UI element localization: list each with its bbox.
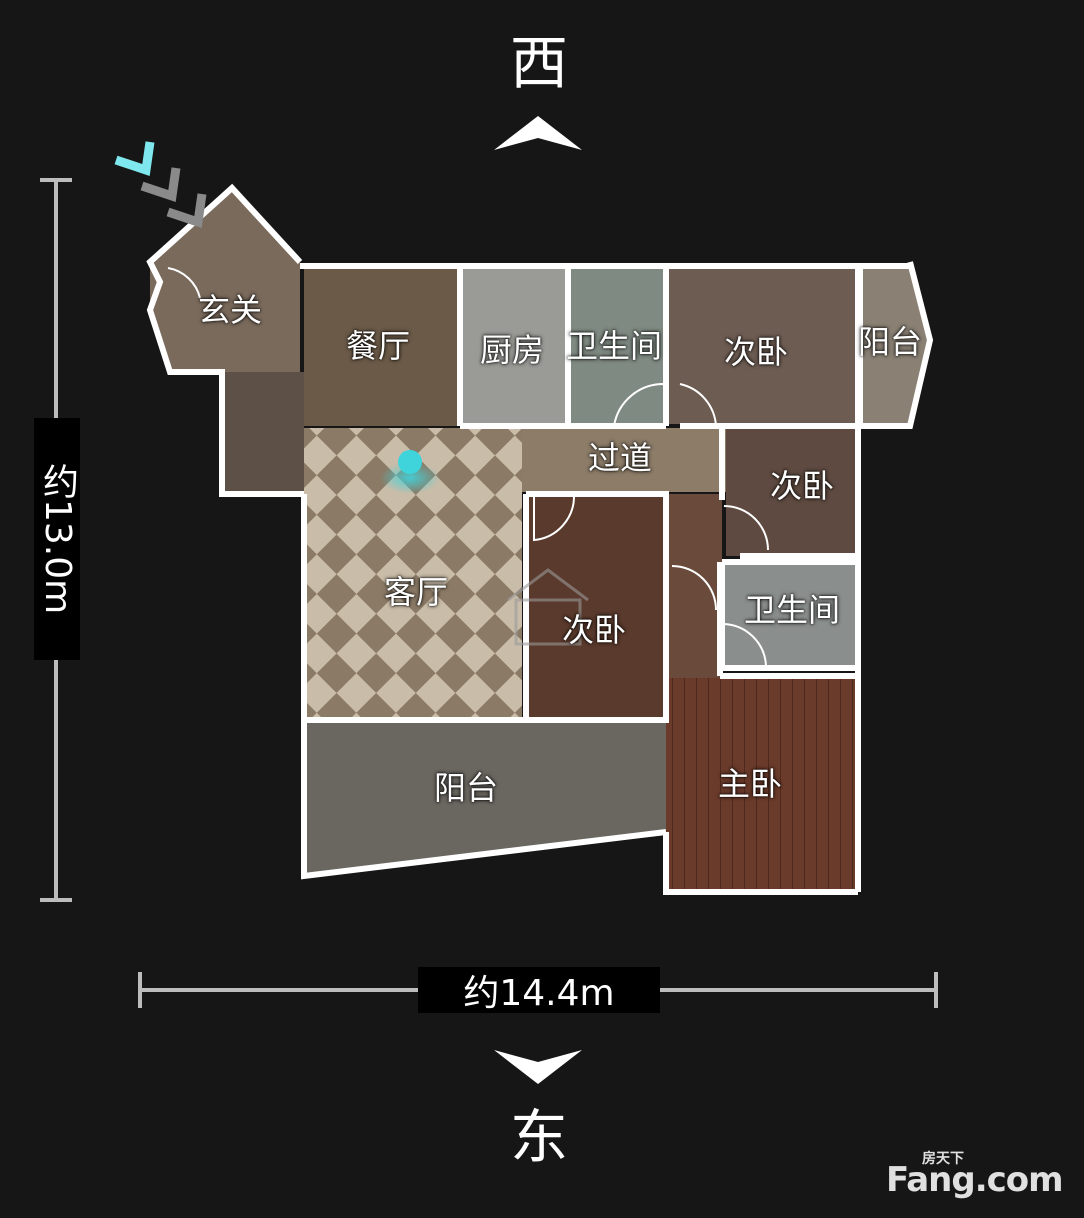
wall-balcony-ne [860,261,934,429]
bed-ne-floor [668,266,858,424]
wall-balcony-south [301,494,667,880]
room-label-master: 主卧 [717,765,783,803]
compass-west-label: 西 [510,29,569,97]
vertical-dimension-label: 约13.0m [34,418,80,660]
door-bath-north [613,382,665,427]
room-label-kitchen: 厨房 [479,331,545,369]
room-label-foyer: 玄关 [197,291,263,329]
compass-east-label: 东 [510,1103,569,1171]
south-chevron-icon [494,1050,582,1084]
bath-north-floor [568,266,666,426]
room-label-balcony-south: 阳台 [433,769,499,807]
north-chevron-icon [494,116,582,150]
position-marker [380,450,440,494]
room-label-balcony-ne: 阳台 [857,323,923,361]
room-label-bed-center: 次卧 [561,611,627,649]
watermark-brand-main: Fang.com [886,1160,1064,1200]
door-foyer [167,267,201,299]
door-bed-small [723,505,769,551]
room-label-bed-east-small: 次卧 [769,467,835,505]
room-label-bed-ne: 次卧 [723,333,789,371]
room-label-bath-north: 卫生间 [565,327,663,365]
door-bath-east [723,623,767,667]
door-bed-center [533,495,576,542]
kitchen-floor [462,266,566,426]
wall-foyer [146,183,304,497]
room-label-dining: 餐厅 [345,327,411,365]
room-floors [150,188,930,890]
watermark-brand-small: 房天下 [922,1151,964,1167]
walls [146,183,934,895]
room-label-bath-east: 卫生间 [743,591,841,629]
horizontal-dimension-label: 约14.4m [418,967,660,1014]
bed-center-floor [526,494,666,720]
dining-floor [304,266,460,426]
bed-east-small-floor [726,428,858,556]
master-floor [666,678,858,890]
balcony-ne-floor [860,266,930,426]
bath-east-floor [722,562,856,668]
wall-master-south [663,832,858,895]
doors [167,267,769,667]
foyer-floor [150,188,300,372]
east-hall-floor [668,494,722,678]
balcony-south-floor [304,720,666,876]
room-label-corridor: 过道 [587,439,653,477]
door-bed-ne [679,383,718,427]
foyer-passage-floor [222,372,304,494]
corridor-floor [522,428,726,492]
door-hall [671,565,717,611]
entry-arrow-icon [114,141,207,228]
watermark-logo-icon [507,568,589,646]
room-label-living: 客厅 [383,573,449,611]
watermark: 房天下 Fang.com [884,1148,1074,1208]
